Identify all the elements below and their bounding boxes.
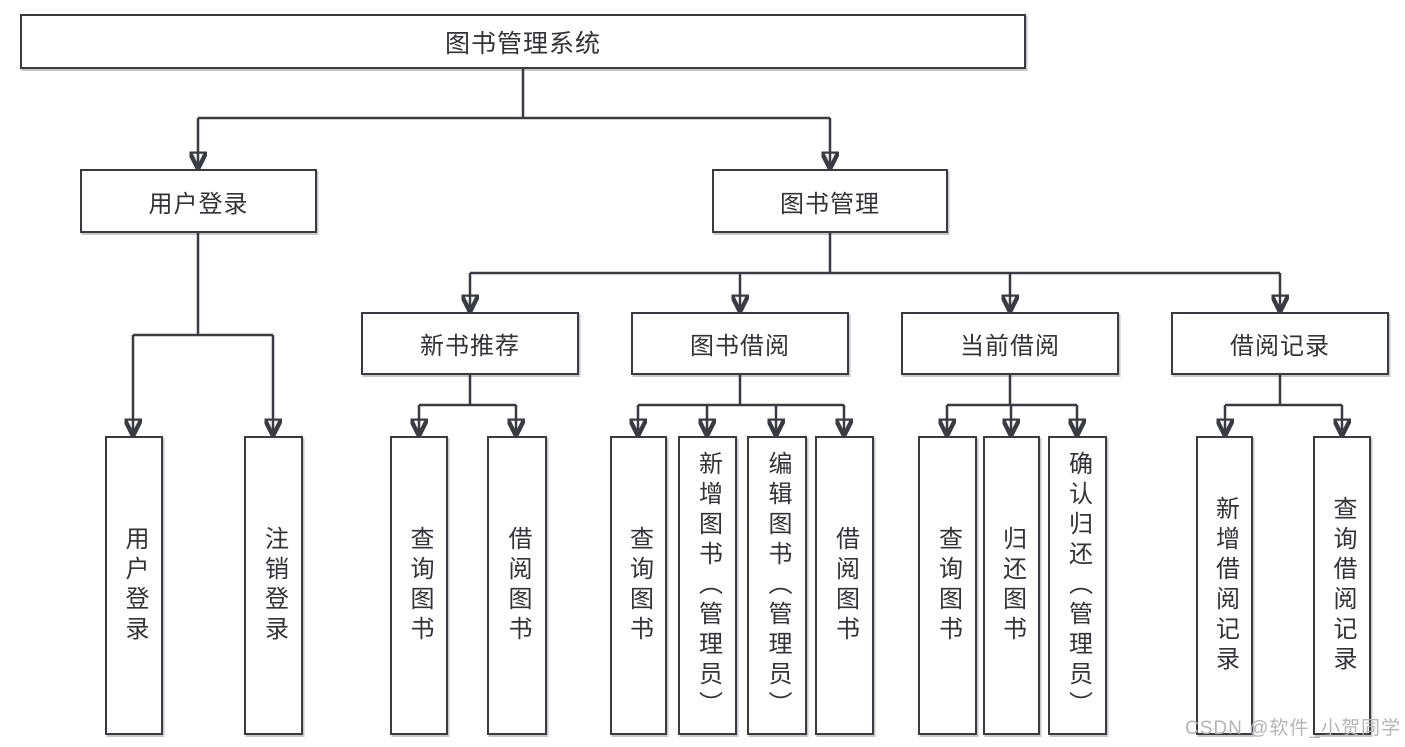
leaf-return-books-label: 归还图书 — [998, 525, 1026, 646]
node-borrowing-records: 借阅记录 — [1171, 312, 1389, 375]
leaf-logout-login: 注销登录 — [244, 436, 303, 735]
csdn-watermark: CSDN @软件_小贺同学 — [1185, 718, 1401, 739]
leaf-add-books-admin: 新增图书（管理员） — [678, 436, 737, 735]
node-new-book-recommendation: 新书推荐 — [361, 312, 579, 375]
node-user-login: 用户登录 — [80, 169, 317, 233]
leaf-borrow-books-recommend: 借阅图书 — [487, 436, 547, 735]
leaf-query-books-borrow: 查询图书 — [610, 436, 667, 735]
leaf-user-login-label: 用户登录 — [121, 525, 148, 646]
leaf-edit-books-admin-label: 编辑图书（管理员） — [764, 450, 791, 721]
leaf-confirm-return-admin-label: 确认归还（管理员） — [1064, 450, 1092, 721]
node-borrowing-records-label: 借阅记录 — [1230, 333, 1330, 360]
leaf-user-login: 用户登录 — [105, 436, 163, 735]
node-book-borrowing: 图书借阅 — [631, 312, 849, 375]
leaf-query-borrow-record: 查询借阅记录 — [1313, 436, 1371, 735]
leaf-query-borrow-record-label: 查询借阅记录 — [1329, 495, 1356, 676]
leaf-query-books-recommend-label: 查询图书 — [406, 525, 433, 646]
leaf-return-books: 归还图书 — [983, 436, 1040, 735]
leaf-add-books-admin-label: 新增图书（管理员） — [694, 450, 722, 721]
leaf-add-borrow-record: 新增借阅记录 — [1196, 436, 1253, 735]
leaf-edit-books-admin: 编辑图书（管理员） — [747, 436, 807, 735]
leaf-borrow-books-recommend-label: 借阅图书 — [504, 525, 531, 646]
leaf-query-books-borrow-label: 查询图书 — [625, 525, 653, 646]
leaf-query-books-current: 查询图书 — [918, 436, 977, 735]
leaf-borrow-books-label: 借阅图书 — [831, 525, 859, 646]
node-library-system: 图书管理系统 — [20, 14, 1026, 69]
leaf-borrow-books: 借阅图书 — [815, 436, 874, 735]
node-current-borrowing-label: 当前借阅 — [960, 333, 1060, 360]
node-library-system-label: 图书管理系统 — [444, 29, 601, 58]
leaf-confirm-return-admin: 确认归还（管理员） — [1048, 436, 1107, 735]
leaf-query-books-current-label: 查询图书 — [934, 525, 962, 646]
node-new-book-recommendation-label: 新书推荐 — [420, 333, 520, 360]
node-current-borrowing: 当前借阅 — [901, 312, 1119, 375]
leaf-query-books-recommend: 查询图书 — [390, 436, 448, 735]
leaf-add-borrow-record-label: 新增借阅记录 — [1211, 495, 1239, 676]
node-book-management: 图书管理 — [712, 169, 948, 233]
leaf-logout-login-label: 注销登录 — [260, 525, 288, 646]
node-book-management-label: 图书管理 — [780, 190, 880, 218]
node-book-borrowing-label: 图书借阅 — [690, 333, 790, 360]
node-user-login-label: 用户登录 — [148, 190, 249, 218]
